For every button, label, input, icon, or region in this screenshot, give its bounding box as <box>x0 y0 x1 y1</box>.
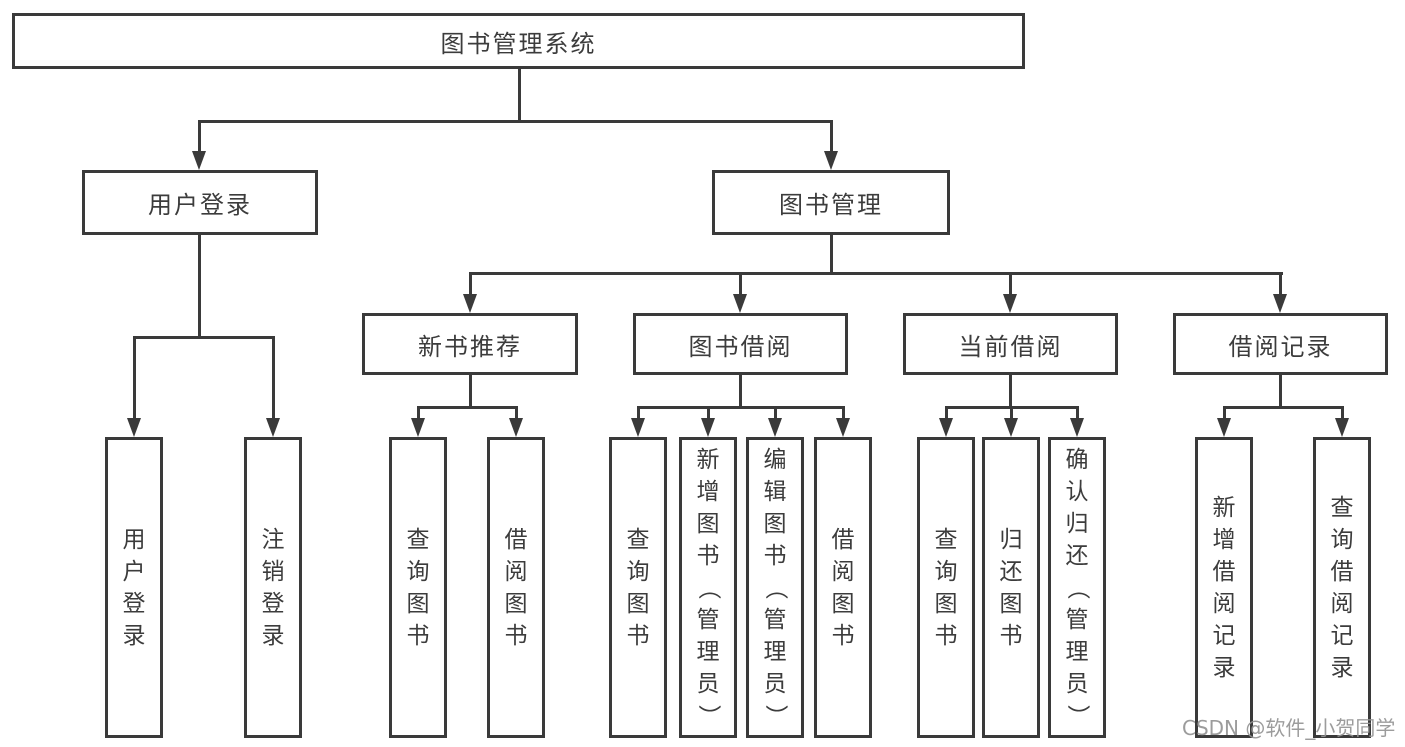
connector-line <box>774 406 777 420</box>
connector-line <box>198 120 833 123</box>
arrowhead-down <box>1070 418 1084 437</box>
leaf-logout-label: 注销登录 <box>261 526 285 649</box>
connector-line <box>272 336 275 420</box>
leaf-borrow-books: 借阅图书 <box>814 437 872 738</box>
leaf-logout: 注销登录 <box>244 437 302 738</box>
connector-line <box>637 406 640 420</box>
arrowhead-down <box>1217 418 1231 437</box>
arrowhead-down <box>1003 294 1017 313</box>
leaf-edit-books-admin-label: 编辑图书（管理员） <box>762 446 788 728</box>
connector-line <box>707 406 710 420</box>
arrowhead-down <box>266 418 280 437</box>
node-book-management: 图书管理 <box>712 170 950 235</box>
connector-line <box>469 272 1283 275</box>
arrowhead-down <box>824 151 838 170</box>
leaf-current-query-books: 查询图书 <box>917 437 975 738</box>
connector-line <box>417 406 518 409</box>
leaf-recommend-query-books: 查询图书 <box>389 437 447 738</box>
node-borrowing-records: 借阅记录 <box>1173 313 1388 375</box>
connector-line <box>1009 375 1012 409</box>
connector-line <box>1341 406 1344 420</box>
leaf-query-borrow-record: 查询借阅记录 <box>1313 437 1371 738</box>
connector-line <box>1279 272 1282 296</box>
connector-line <box>1223 406 1344 409</box>
connector-line <box>739 272 742 296</box>
node-user-login: 用户登录 <box>82 170 318 235</box>
leaf-recommend-borrow-books-label: 借阅图书 <box>504 526 528 649</box>
node-current-borrowing-label: 当前借阅 <box>958 332 1063 361</box>
arrowhead-down <box>939 418 953 437</box>
leaf-recommend-borrow-books: 借阅图书 <box>487 437 545 738</box>
connector-line <box>830 120 833 154</box>
connector-line <box>945 406 948 420</box>
leaf-query-borrow-record-label: 查询借阅记录 <box>1330 494 1354 681</box>
connector-line <box>518 69 521 123</box>
arrowhead-down <box>192 151 206 170</box>
leaf-borrow-books-label: 借阅图书 <box>831 526 855 649</box>
connector-line <box>1279 375 1282 409</box>
connector-line <box>133 336 136 420</box>
leaf-borrowing-query-books-label: 查询图书 <box>626 526 650 649</box>
node-book-management-label: 图书管理 <box>779 191 883 219</box>
leaf-add-borrow-record-label: 新增借阅记录 <box>1212 494 1236 681</box>
connector-line <box>515 406 518 420</box>
node-current-borrowing: 当前借阅 <box>903 313 1118 375</box>
connector-line <box>469 375 472 409</box>
leaf-return-books: 归还图书 <box>982 437 1040 738</box>
connector-line <box>1076 406 1079 420</box>
connector-line <box>739 375 742 409</box>
node-book-borrowing-label: 图书借阅 <box>688 332 793 361</box>
node-user-login-label: 用户登录 <box>148 191 252 219</box>
arrowhead-down <box>768 418 782 437</box>
arrowhead-down <box>1004 418 1018 437</box>
arrowhead-down <box>463 294 477 313</box>
leaf-add-books-admin-label: 新增图书（管理员） <box>695 446 721 728</box>
node-root: 图书管理系统 <box>12 13 1025 69</box>
node-root-label: 图书管理系统 <box>440 29 597 58</box>
arrowhead-down <box>411 418 425 437</box>
connector-line <box>469 272 472 296</box>
arrowhead-down <box>127 418 141 437</box>
arrowhead-down <box>509 418 523 437</box>
leaf-confirm-return-admin: 确认归还（管理员） <box>1048 437 1106 738</box>
arrowhead-down <box>1335 418 1349 437</box>
connector-line <box>1009 272 1012 296</box>
arrowhead-down <box>701 418 715 437</box>
connector-line <box>198 120 201 154</box>
node-borrowing-records-label: 借阅记录 <box>1228 332 1333 361</box>
connector-line <box>1010 406 1013 420</box>
connector-line <box>830 235 833 275</box>
leaf-add-books-admin: 新增图书（管理员） <box>679 437 737 738</box>
connector-line <box>637 406 845 409</box>
leaf-return-books-label: 归还图书 <box>999 526 1023 649</box>
leaf-user-login-label: 用户登录 <box>122 526 146 649</box>
connector-line <box>417 406 420 420</box>
arrowhead-down <box>733 294 747 313</box>
csdn-watermark: CSDN @软件_小贺同学 <box>1182 716 1396 740</box>
leaf-recommend-query-books-label: 查询图书 <box>406 526 430 649</box>
leaf-current-query-books-label: 查询图书 <box>934 526 958 649</box>
connector-line <box>1223 406 1226 420</box>
leaf-add-borrow-record: 新增借阅记录 <box>1195 437 1253 738</box>
leaf-edit-books-admin: 编辑图书（管理员） <box>746 437 804 738</box>
connector-line <box>198 235 201 339</box>
arrowhead-down <box>1273 294 1287 313</box>
leaf-user-login: 用户登录 <box>105 437 163 738</box>
connector-line <box>842 406 845 420</box>
leaf-confirm-return-admin-label: 确认归还（管理员） <box>1064 446 1090 728</box>
arrowhead-down <box>631 418 645 437</box>
connector-line <box>133 336 275 339</box>
node-new-book-recommend: 新书推荐 <box>362 313 578 375</box>
arrowhead-down <box>836 418 850 437</box>
leaf-borrowing-query-books: 查询图书 <box>609 437 667 738</box>
node-new-book-recommend-label: 新书推荐 <box>418 332 522 361</box>
node-book-borrowing: 图书借阅 <box>633 313 848 375</box>
